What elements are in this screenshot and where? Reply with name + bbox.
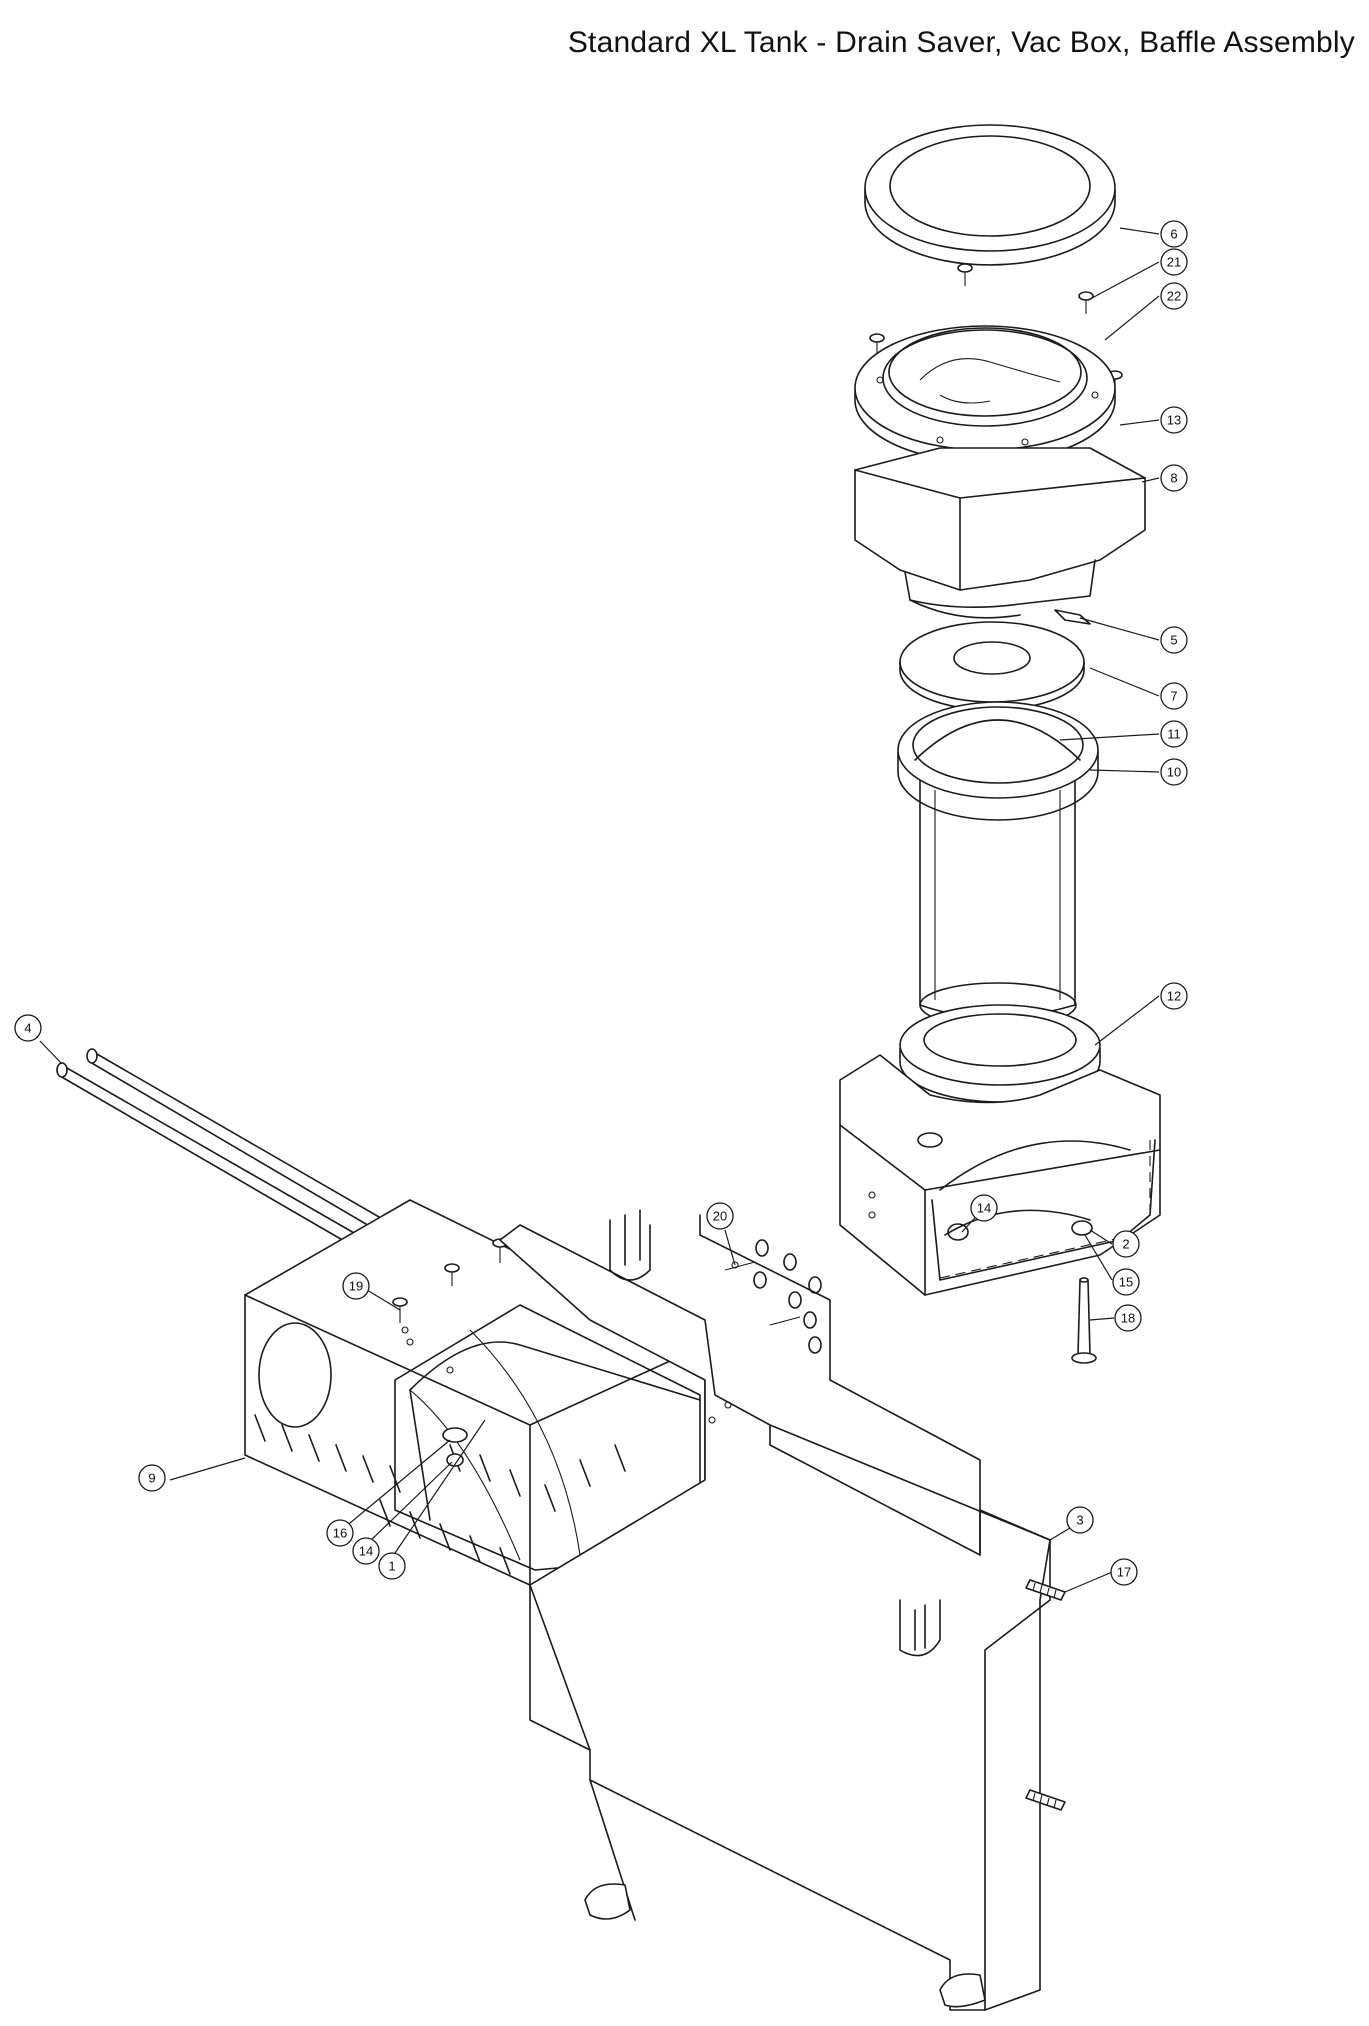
svg-text:12: 12 (1167, 989, 1181, 1004)
svg-text:11: 11 (1167, 727, 1181, 742)
svg-text:4: 4 (24, 1021, 31, 1036)
svg-text:8: 8 (1170, 471, 1177, 486)
callout-22: 22 (1160, 282, 1188, 310)
svg-text:22: 22 (1167, 289, 1181, 304)
svg-text:13: 13 (1167, 413, 1181, 428)
callout-12: 12 (1160, 982, 1188, 1010)
callout-17: 17 (1110, 1558, 1138, 1586)
part-baffle (499, 1209, 1051, 2011)
svg-text:14: 14 (359, 1544, 373, 1559)
callout-18: 18 (1114, 1304, 1142, 1332)
callout-10: 10 (1160, 758, 1188, 786)
callout-1: 1 (378, 1552, 406, 1580)
page-title: Standard XL Tank - Drain Saver, Vac Box,… (567, 26, 1355, 59)
part-washer (899, 621, 1085, 711)
callout-16: 16 (326, 1519, 354, 1547)
callout-20: 20 (706, 1202, 734, 1230)
svg-text:18: 18 (1121, 1311, 1135, 1326)
callout-13: 13 (1160, 406, 1188, 434)
svg-text:15: 15 (1119, 1275, 1133, 1290)
callout-7: 7 (1160, 682, 1188, 710)
part-clip (1054, 609, 1091, 625)
svg-text:19: 19 (349, 1279, 363, 1294)
part-drain-saver-base (839, 1054, 1161, 1296)
callout-14-lower: 14 (352, 1537, 380, 1565)
svg-text:7: 7 (1170, 689, 1177, 704)
svg-text:6: 6 (1170, 227, 1177, 242)
callout-6: 6 (1160, 220, 1188, 248)
callout-8: 8 (1160, 464, 1188, 492)
svg-text:17: 17 (1117, 1565, 1131, 1580)
svg-text:20: 20 (713, 1209, 727, 1224)
svg-text:1: 1 (388, 1559, 395, 1574)
callout-21: 21 (1160, 248, 1188, 276)
callout-2: 2 (1112, 1230, 1140, 1258)
callout-11: 11 (1160, 720, 1188, 748)
callout-19: 19 (342, 1272, 370, 1300)
leader-lines (39, 227, 1160, 1593)
part-flange (854, 325, 1116, 463)
svg-text:14: 14 (977, 1201, 991, 1216)
part-gasket-ring (864, 124, 1116, 266)
part-pin (1071, 1277, 1097, 1364)
svg-text:2: 2 (1122, 1237, 1129, 1252)
part-screws-side (1025, 1579, 1066, 1811)
svg-text:16: 16 (333, 1526, 347, 1541)
svg-text:9: 9 (148, 1471, 155, 1486)
part-tube (897, 701, 1099, 1028)
svg-text:5: 5 (1170, 633, 1177, 648)
callout-9: 9 (138, 1464, 166, 1492)
svg-text:21: 21 (1167, 255, 1181, 270)
part-rods (56, 1048, 406, 1257)
callout-14-upper: 14 (970, 1194, 998, 1222)
callout-4: 4 (14, 1014, 42, 1042)
part-vac-box-housing (854, 447, 1146, 619)
callout-3: 3 (1066, 1506, 1094, 1534)
svg-text:10: 10 (1167, 765, 1181, 780)
callout-15: 15 (1112, 1268, 1140, 1296)
svg-text:3: 3 (1076, 1513, 1083, 1528)
callout-5: 5 (1160, 626, 1188, 654)
